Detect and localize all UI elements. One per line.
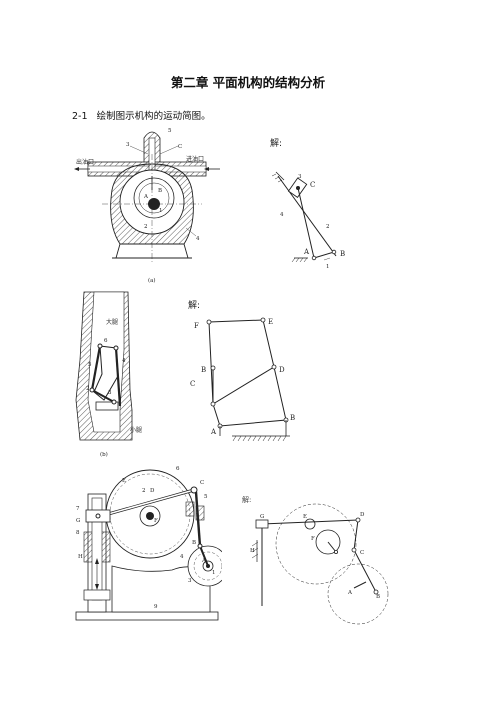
fig-c-label-3: 3 [188,578,192,584]
fig-a-label-2: 2 [144,224,148,230]
fig-a-label-A: A [143,194,149,200]
sol-b-label-A: A [210,428,217,436]
sol-c-label-F: F [311,536,315,542]
fig-b-label-4: 4 [122,358,126,364]
sol-a-label-C: C [310,181,315,189]
fig-c-label-F: F [154,518,158,524]
sol-b-label-E: E [268,318,273,326]
sol-c-label-H: H [250,548,255,554]
problem-number: 2-1 [72,111,88,122]
sol-c-label-A: A [347,590,353,596]
fig-c-label-H: H [78,554,83,560]
solution-c-diagram: 解: G H E F D C B A [242,495,389,625]
inlet-label: 进油口 [186,155,204,163]
problem-text: 绘制图示机构的运动简图。 [96,111,211,122]
fig-c-label-6: 6 [176,466,180,472]
outlet-label: 出油口 [76,158,94,166]
fig-c-label-7: 7 [76,506,80,512]
sol-b-label-F: F [194,322,199,330]
fig-c-label-B: B [192,540,196,546]
sol-c-label-E: E [303,514,307,520]
sol-a-heading: 解: [270,137,282,149]
shank-label: 小腿 [130,426,142,434]
fig-c-label-C: C [200,480,204,486]
chapter-title: 第二章 平面机构的结构分析 [170,75,326,90]
thigh-label: 大腿 [106,318,118,326]
sol-c-label-G: G [260,514,264,520]
fig-c-label-D: D [150,488,155,494]
figure-c-press: 6 C 5 D 2 F 7 G 8 H B 4 A 1 3 9 E [75,466,222,621]
fig-c-label-1: 1 [212,570,216,576]
sol-b-label-D: D [279,366,285,374]
fig-c-label-G: G [76,518,80,524]
problem-statement: 2-1 绘制图示机构的运动简图。 [72,108,211,122]
fig-b-label-3: 3 [108,390,112,396]
fig-a-label-1: 1 [159,208,163,214]
fig-c-label-9: 9 [154,604,158,610]
fig-b-label-2: 2 [86,386,90,392]
fig-b-label-6: 6 [104,338,108,344]
sol-b-heading: 解: [188,299,200,311]
fig-a-label-C: C [178,144,182,150]
solution-b-diagram: 解: F E B D C B A [188,299,295,442]
sol-a-label-1: 1 [326,264,330,270]
sol-a-label-B: B [340,250,345,258]
fig-a-label-4: 4 [196,236,200,242]
figure-a-pump: 出油口 进油口 5 3 C B A 1 2 4 (a) [74,128,220,284]
sol-b-label-B1: B [201,366,206,374]
fig-c-label-2: 2 [142,488,146,494]
fig-a-label-B: B [158,188,162,194]
fig-a-caption: (a) [148,277,156,284]
sol-c-label-C: C [360,550,364,556]
fig-c-label-E: E [122,478,126,484]
fig-b-caption: (b) [100,451,108,458]
fig-c-label-5: 5 [204,494,208,500]
sol-c-label-D: D [360,512,365,518]
sol-a-label-4: 4 [280,212,284,218]
sol-c-heading: 解: [242,495,251,504]
sol-a-label-3: 3 [298,174,302,180]
sol-b-label-C: C [190,380,195,388]
fig-a-label-5: 5 [168,128,172,134]
fig-c-label-4: 4 [180,554,184,560]
fig-b-label-5: 5 [88,362,92,368]
sol-c-label-B: B [376,594,380,600]
fig-a-label-3: 3 [126,142,130,148]
fig-c-label-A: A [201,558,207,564]
sol-a-label-A: A [303,248,310,256]
fig-c-label-8: 8 [76,530,80,536]
figure-b-knee: 大腿 小腿 6 5 4 2 3 (b) [75,291,142,458]
solution-a-diagram: 解: 3 C 4 2 A B 1 [270,137,345,270]
sol-a-label-2: 2 [326,224,330,230]
sol-b-label-B2: B [290,414,295,422]
